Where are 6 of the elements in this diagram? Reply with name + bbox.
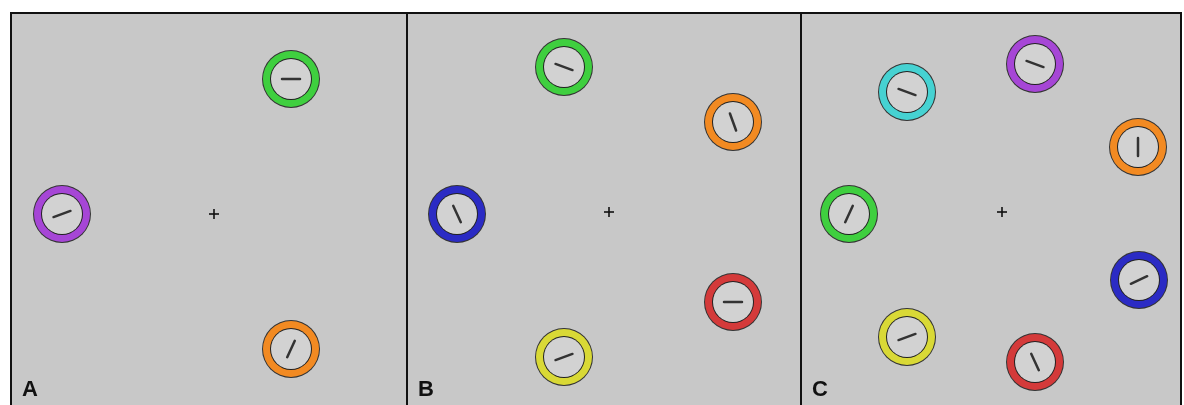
stimulus-panel xyxy=(10,12,408,405)
stimulus-panel xyxy=(800,12,1182,405)
stimulus-panel xyxy=(406,12,802,405)
panel-label: C xyxy=(812,378,828,400)
panel-label: A xyxy=(22,378,38,400)
panel-label: B xyxy=(418,378,434,400)
